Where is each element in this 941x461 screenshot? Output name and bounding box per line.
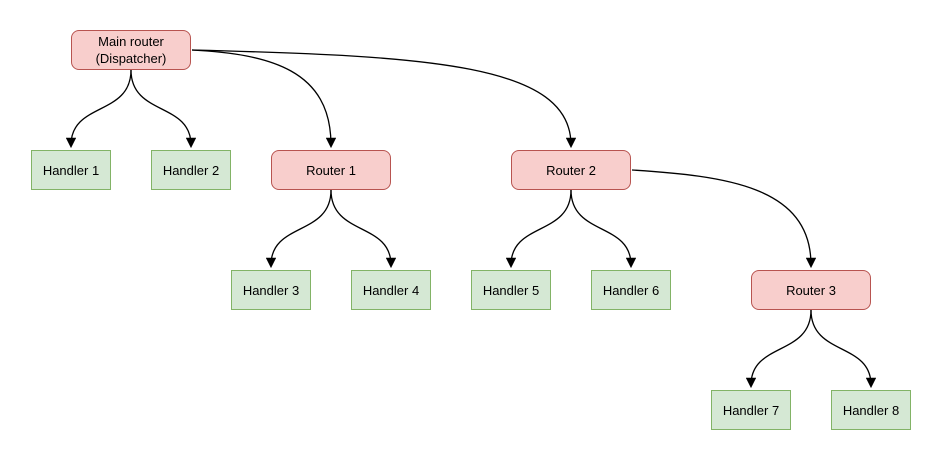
node-handler-3: Handler 3 — [231, 270, 311, 310]
edge-router-2-to-handler-5 — [505, 189, 572, 269]
edge-main-router-to-router-2 — [191, 49, 577, 149]
node-handler-2: Handler 2 — [151, 150, 231, 190]
node-handler-8: Handler 8 — [831, 390, 911, 430]
node-handler-6: Handler 6 — [591, 270, 671, 310]
router-1-label: Router 1 — [306, 162, 356, 178]
edge-router-1-to-handler-3 — [265, 189, 332, 269]
edge-main-router-to-handler-2 — [130, 69, 197, 149]
edge-main-router-to-router-1 — [191, 49, 337, 149]
node-router-3: Router 3 — [751, 270, 871, 310]
node-handler-7: Handler 7 — [711, 390, 791, 430]
handler-6-label: Handler 6 — [602, 282, 660, 298]
edge-router-2-to-handler-6 — [570, 189, 637, 269]
node-handler-1: Handler 1 — [31, 150, 111, 190]
handler-7-label: Handler 7 — [722, 402, 780, 418]
node-router-1: Router 1 — [271, 150, 391, 190]
router-2-label: Router 2 — [546, 162, 596, 178]
handler-5-label: Handler 5 — [482, 282, 540, 298]
handler-3-label: Handler 3 — [242, 282, 300, 298]
edge-router-3-to-handler-7 — [745, 309, 812, 389]
edge-router-1-to-handler-4 — [330, 189, 397, 269]
edge-router-2-to-router-3 — [631, 169, 817, 269]
node-main-router: Main router (Dispatcher) — [71, 30, 191, 70]
handler-8-label: Handler 8 — [842, 402, 900, 418]
node-router-2: Router 2 — [511, 150, 631, 190]
main-router-label-line1: Main router — [98, 34, 164, 49]
node-handler-5: Handler 5 — [471, 270, 551, 310]
router-3-label: Router 3 — [786, 282, 836, 298]
edge-main-router-to-handler-1 — [65, 69, 132, 149]
edge-router-3-to-handler-8 — [810, 309, 877, 389]
handler-1-label: Handler 1 — [42, 162, 100, 178]
handler-2-label: Handler 2 — [162, 162, 220, 178]
main-router-label-line2: (Dispatcher) — [95, 51, 167, 66]
node-handler-4: Handler 4 — [351, 270, 431, 310]
handler-4-label: Handler 4 — [362, 282, 420, 298]
